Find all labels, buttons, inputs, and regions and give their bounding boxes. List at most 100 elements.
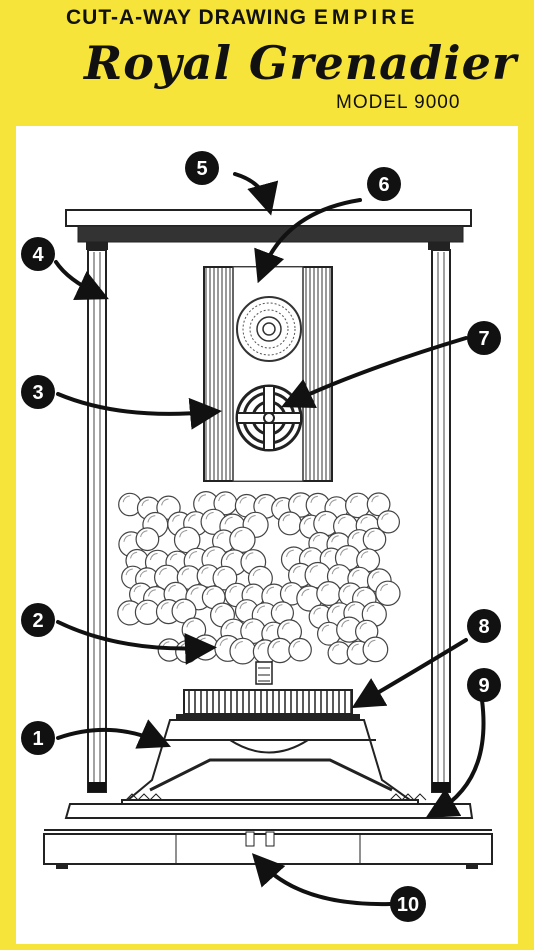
gumball-shine xyxy=(188,551,198,559)
gumball-shine xyxy=(266,586,275,594)
gumball-shine xyxy=(229,585,237,593)
gumball xyxy=(229,637,257,665)
grille-disc xyxy=(235,384,303,452)
callout-label-9: 9 xyxy=(478,675,489,697)
gumball-shine xyxy=(245,552,254,560)
gumball-shine xyxy=(217,568,225,576)
gumball-shine xyxy=(219,638,228,646)
gumball-shine xyxy=(342,585,351,593)
callout-badge-2: 2 xyxy=(21,603,55,637)
gumball-shine xyxy=(160,602,169,610)
gumball-shine xyxy=(286,549,294,558)
gumball-shine xyxy=(284,585,292,592)
gumball-shine xyxy=(331,535,339,543)
gumball-shine xyxy=(168,584,176,592)
gumball-shine xyxy=(324,550,332,558)
gumball-shine xyxy=(206,588,214,596)
gumball-shine xyxy=(313,607,321,615)
chute-emblem xyxy=(255,661,273,685)
gumball-shine xyxy=(225,621,234,630)
gumball-shine xyxy=(359,622,367,630)
gumball-shine xyxy=(329,499,337,507)
callout-badge-5: 5 xyxy=(185,151,219,185)
callout-label-7: 7 xyxy=(478,328,489,350)
callout-label-5: 5 xyxy=(196,158,207,180)
callout-label-4: 4 xyxy=(32,244,44,266)
gumball-shine xyxy=(282,514,290,522)
gumball-shine xyxy=(367,639,376,648)
gumball xyxy=(375,580,401,607)
gumball-shine xyxy=(367,530,375,538)
gumball-shine xyxy=(125,568,133,576)
callout-arrows xyxy=(54,172,486,907)
top-lid xyxy=(65,209,472,250)
gumball xyxy=(362,527,387,552)
gumball-shine xyxy=(312,534,320,542)
callout-label-3: 3 xyxy=(32,382,43,404)
gumball xyxy=(229,526,256,554)
gumball-shine xyxy=(149,552,158,561)
gumball-shine xyxy=(234,529,243,538)
gumball-shine xyxy=(239,496,247,504)
gumball xyxy=(135,527,160,552)
gumball-shine xyxy=(380,583,388,592)
gumball-shine xyxy=(186,620,194,628)
gumball-shine xyxy=(266,624,274,632)
gumball-shine xyxy=(218,494,226,502)
gumball-shine xyxy=(292,495,301,503)
gumball-shine xyxy=(224,516,233,525)
gumball-shine xyxy=(331,567,340,575)
callout-badge-8: 8 xyxy=(467,609,501,643)
callout-badge-6: 6 xyxy=(367,167,401,201)
gumball-shine xyxy=(366,604,375,612)
gumball-shine xyxy=(139,602,148,611)
gumball-shine xyxy=(216,532,224,540)
gumball-shine xyxy=(176,601,185,609)
page-title: Royal Grenadier xyxy=(84,36,518,90)
gumball-shine xyxy=(247,515,256,523)
gumball-shine xyxy=(161,498,169,506)
gumball-shine xyxy=(350,495,358,504)
brand-name: EMPIRE xyxy=(313,6,419,29)
gumball-shine xyxy=(239,602,247,609)
gumball-shine xyxy=(133,585,141,593)
gumball-shine xyxy=(275,604,283,611)
gumball-shine xyxy=(140,530,148,538)
gumball-shine xyxy=(309,565,318,573)
gumball-shine xyxy=(139,570,148,578)
gumball-shine xyxy=(310,495,318,503)
gumball-shine xyxy=(360,516,368,524)
callout-label-8: 8 xyxy=(478,616,489,638)
gumball-shine xyxy=(356,589,365,597)
model-number: MODEL 9000 xyxy=(336,92,461,113)
gumball-shine xyxy=(245,621,254,629)
gumball-shine xyxy=(252,568,261,577)
gumball-shine xyxy=(122,495,130,503)
subtitle-prefix: CUT-A-WAY DRAWING xyxy=(66,6,308,29)
gumball-shine xyxy=(272,640,281,649)
gumball-shine xyxy=(123,534,132,542)
gumball-shine xyxy=(130,551,138,559)
gumball-shine xyxy=(198,494,207,502)
gumball-shine xyxy=(225,552,235,561)
gumball-shine xyxy=(281,622,290,630)
gumball-shine xyxy=(351,532,360,539)
gumball-shine xyxy=(122,603,130,611)
gumball-shine xyxy=(292,640,301,648)
base-assembly xyxy=(43,689,493,869)
gumball-shine xyxy=(179,529,188,538)
gumball-shine xyxy=(258,496,266,505)
gumball-pile xyxy=(117,491,401,665)
gumball-shine xyxy=(381,513,389,520)
gumball-shine xyxy=(172,514,180,522)
gumball xyxy=(362,636,389,663)
gumball-shine xyxy=(214,605,223,613)
gumball-shine xyxy=(347,604,356,611)
gumball-shine xyxy=(234,641,243,649)
gumball-shine xyxy=(321,624,330,632)
gumball-shine xyxy=(331,605,340,613)
gumball-shine xyxy=(159,567,167,576)
gumball-shine xyxy=(169,553,178,561)
gumball-shine xyxy=(190,587,199,595)
